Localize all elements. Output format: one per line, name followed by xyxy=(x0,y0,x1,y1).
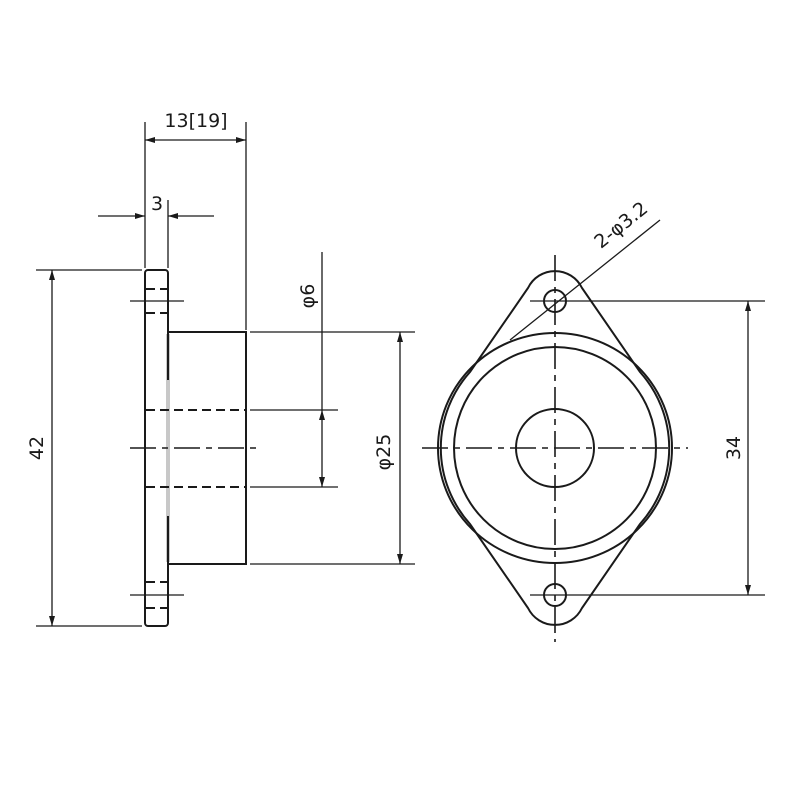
diamond-flange xyxy=(439,270,671,626)
dim-flange-height: 42 xyxy=(26,436,48,460)
dim-total-length: 13[19] xyxy=(164,110,227,132)
dim-mounting-holes: 2-φ3.2 xyxy=(590,197,652,253)
dim-hub-diameter: φ25 xyxy=(373,434,395,471)
dim-flange-thickness: 3 xyxy=(151,193,163,215)
front-view: 2-φ3.2 34 xyxy=(422,197,765,642)
dim-bore-diameter: φ6 xyxy=(297,284,319,309)
side-view: 13[19] 3 42 φ6 φ25 xyxy=(26,110,415,627)
dim-hole-pitch: 34 xyxy=(723,436,745,460)
leader-line-holes xyxy=(509,219,661,341)
